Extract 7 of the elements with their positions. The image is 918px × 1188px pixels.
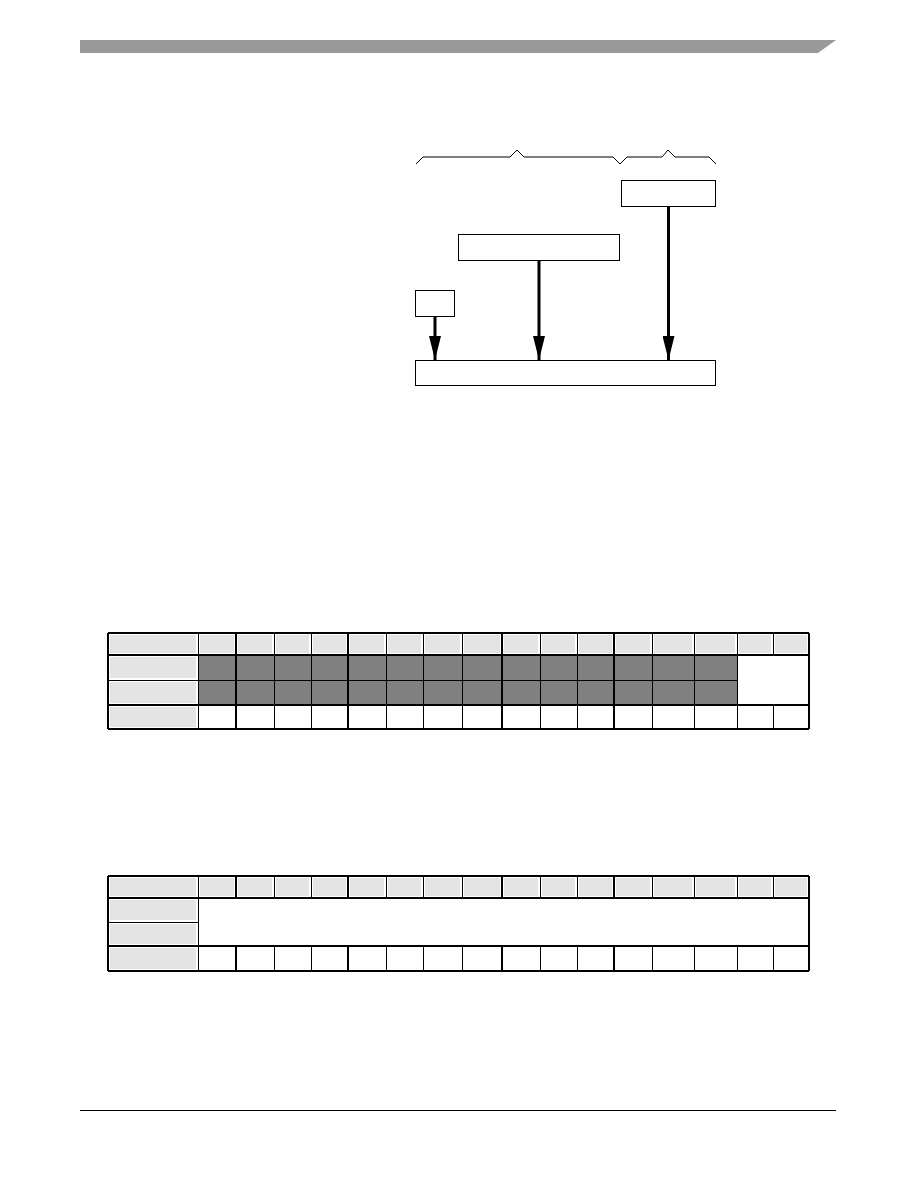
empty-box [621, 180, 716, 207]
empty-box [415, 360, 716, 386]
arrow [533, 261, 545, 360]
arrow [429, 317, 441, 360]
arrow [662, 207, 675, 360]
empty-box [415, 290, 455, 317]
empty-box [458, 234, 620, 261]
